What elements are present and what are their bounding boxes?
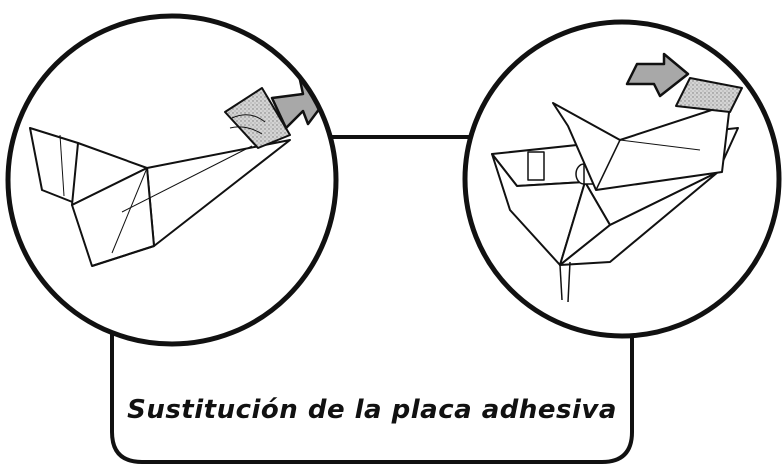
- left-detail-circle: [5, 13, 339, 347]
- right-detail-circle: [462, 19, 782, 339]
- trap-housing: [29, 127, 291, 267]
- arrow-down-icon: [625, 52, 690, 98]
- caption-label: Sustitución de la placa adhesiva: [127, 395, 617, 425]
- adhesive-pad: [224, 87, 291, 149]
- adhesive-pad: [552, 77, 743, 191]
- frame-connector: [110, 135, 634, 464]
